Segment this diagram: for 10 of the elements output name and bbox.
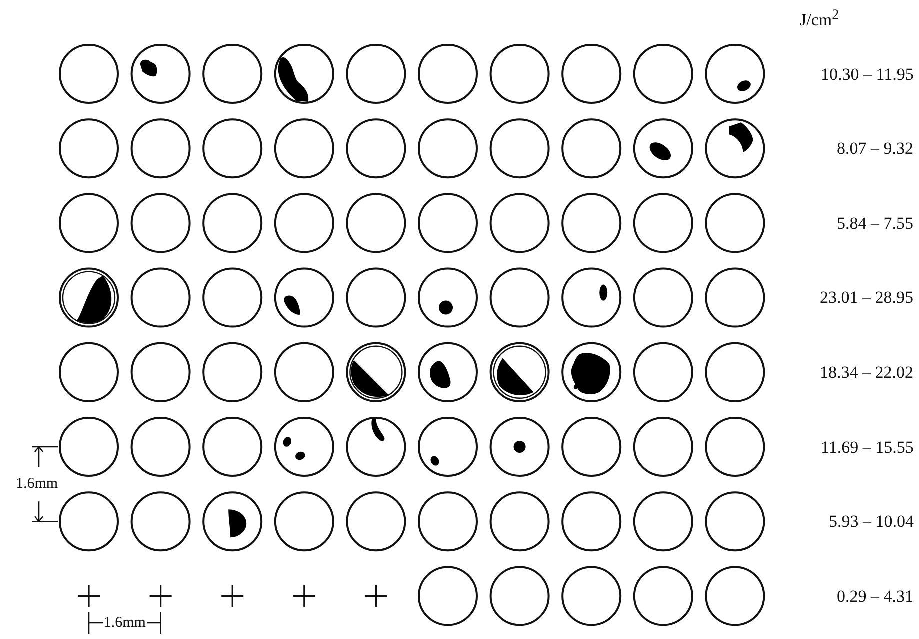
dimension-label: 1.6mm	[102, 616, 147, 630]
unit-label: J/cm$^{2}$	[800, 8, 840, 28]
fluence-range-label: 5.84 – 7.55	[837, 214, 914, 232]
fluence-range-label: 18.34 – 22.02	[820, 364, 914, 381]
fluence-range-label: 11.69 – 15.55	[821, 438, 914, 456]
fluence-range-label: 10.30 – 11.95	[821, 66, 914, 82]
fluence-range-label: 5.93 – 10.04	[829, 513, 914, 530]
fluence-range-label: 0.29 – 4.31	[837, 588, 914, 605]
fluence-range-label: 23.01 – 28.95	[820, 289, 914, 306]
fluence-range-label: 8.07 – 9.32	[837, 140, 914, 158]
